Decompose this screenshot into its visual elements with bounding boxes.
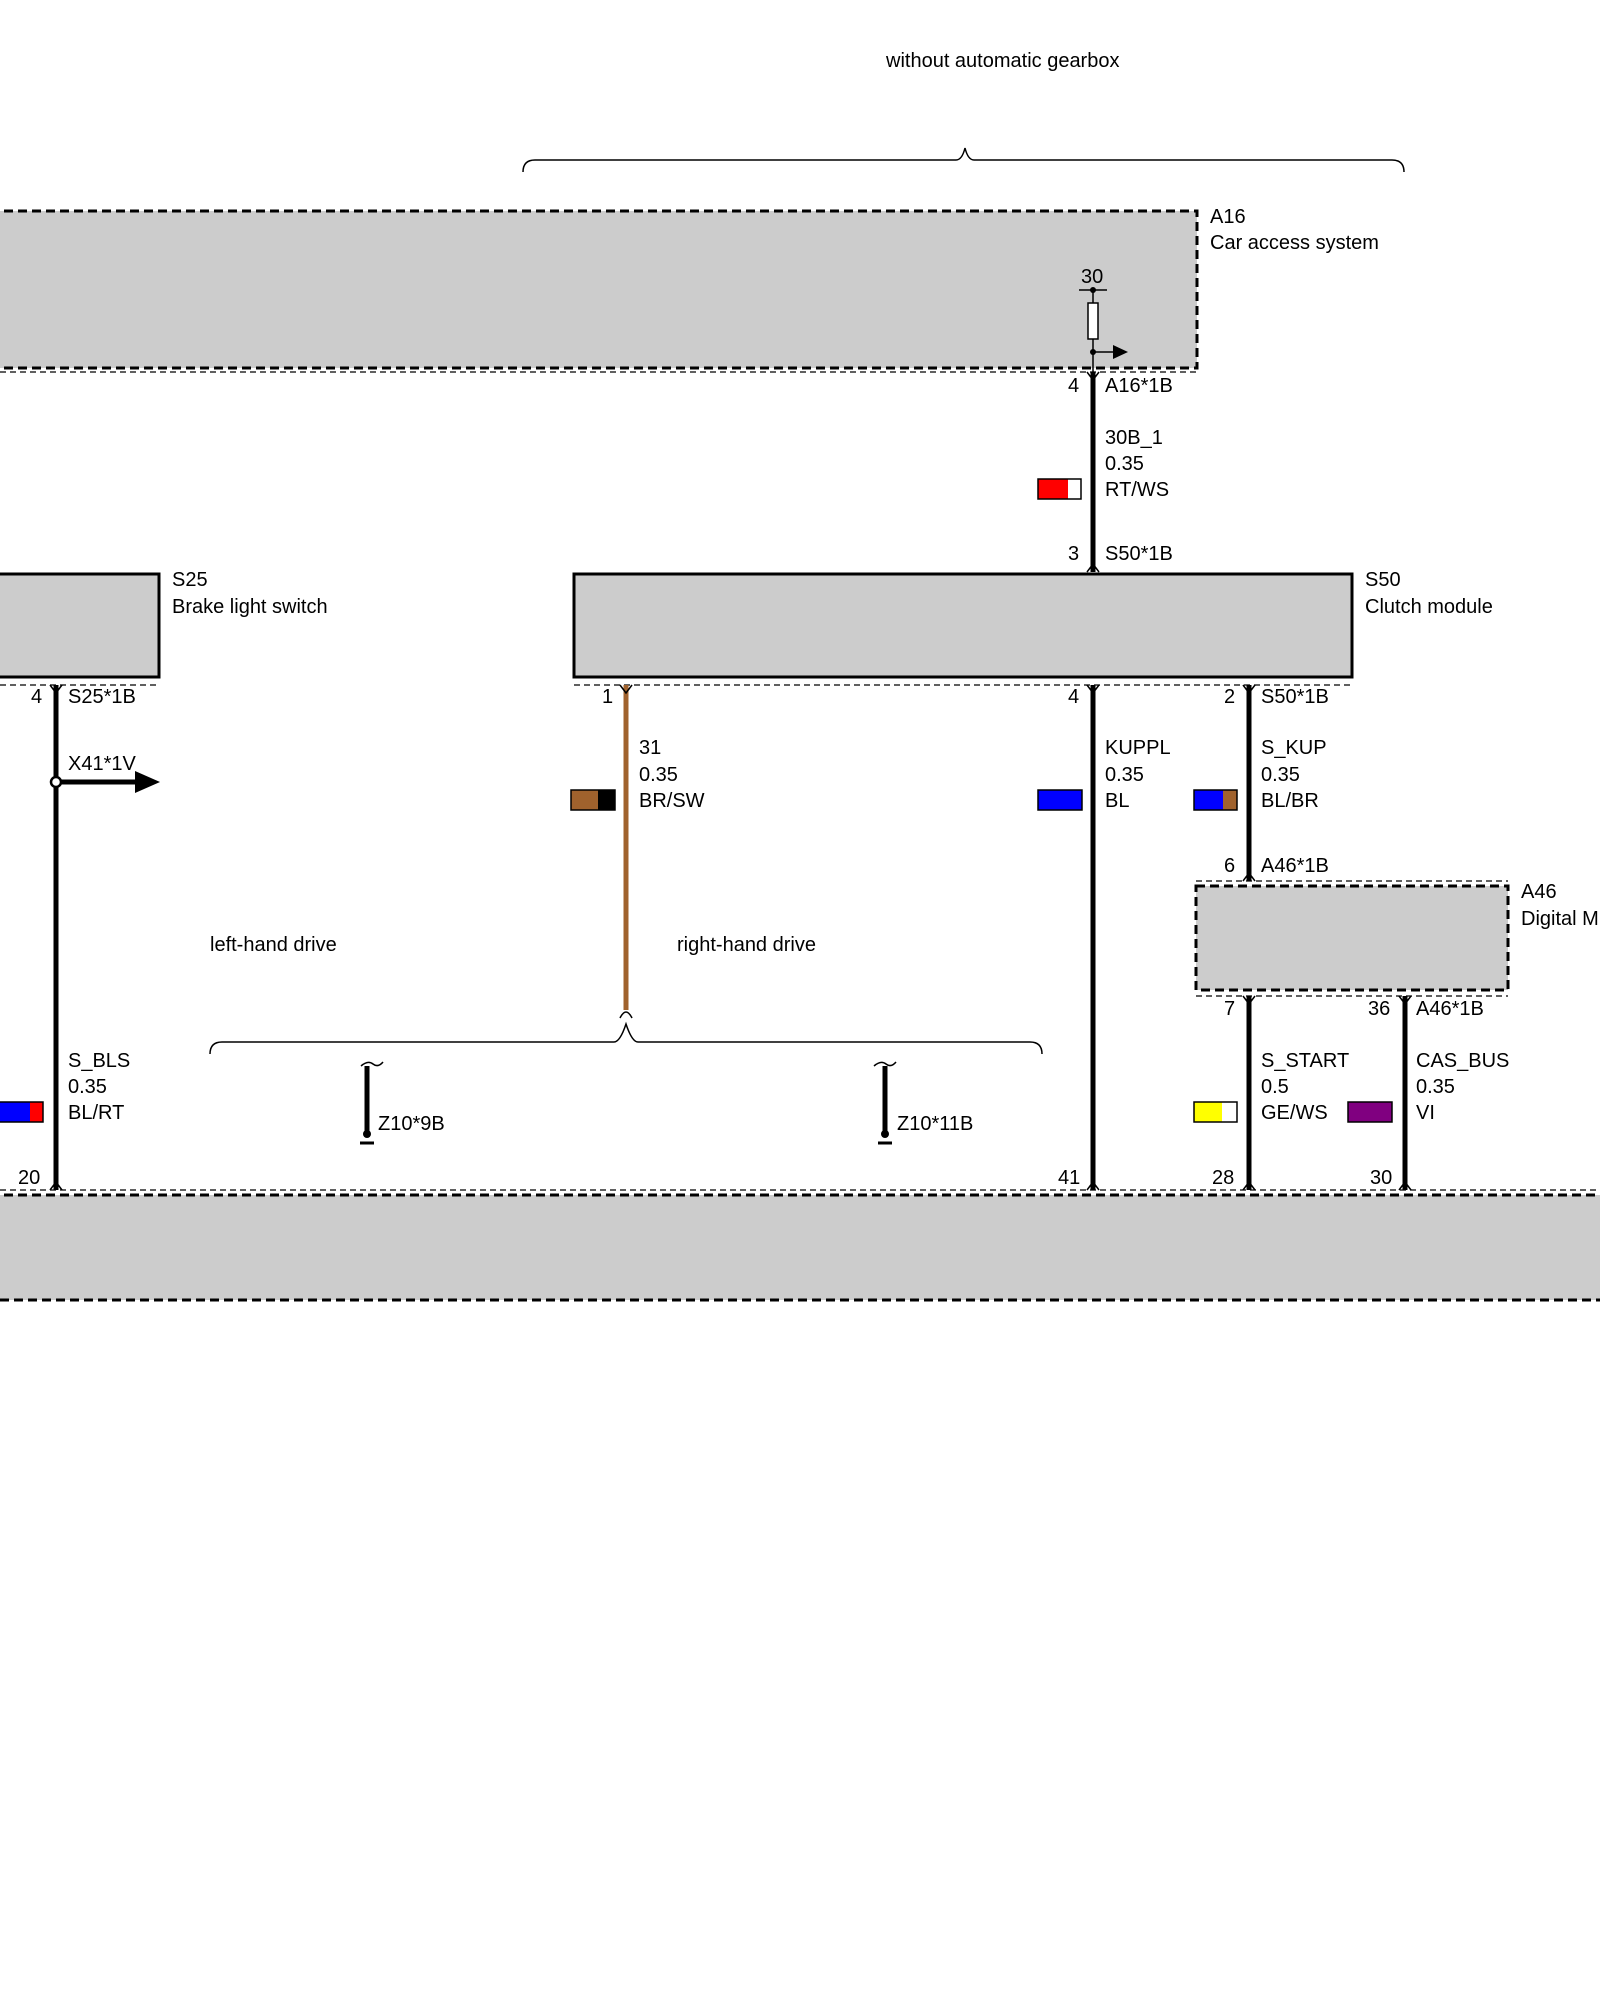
a16-name: Car access system <box>1210 232 1379 254</box>
wire-signal: CAS_BUS <box>1416 1050 1509 1072</box>
a16-id: A16 <box>1210 206 1246 228</box>
wire-color-code: BL <box>1105 790 1129 812</box>
wire-color-code: GE/WS <box>1261 1102 1328 1124</box>
wire-s-start: 7 S_START 0.5 GE/WS 28 <box>1193 995 1349 1191</box>
wire-color-swatch <box>0 1101 44 1123</box>
wire-color-code: RT/WS <box>1105 479 1169 501</box>
splice-z10-9b: Z10*9B <box>360 1061 445 1145</box>
wire-color-swatch <box>1037 789 1083 811</box>
wire-size: 0.35 <box>1416 1076 1455 1098</box>
wire-color-swatch <box>1193 1101 1238 1123</box>
wire-signal: KUPPL <box>1105 737 1171 759</box>
wire-color-code: BL/BR <box>1261 790 1319 812</box>
a16-internal-terminal: 30 <box>1081 266 1103 288</box>
splice-z10-11b: Z10*11B <box>873 1061 973 1145</box>
pin-s50-2: 2 <box>1224 686 1235 708</box>
wire-signal: 31 <box>639 737 661 759</box>
connector-s50-1b-right: S50*1B <box>1261 686 1329 708</box>
header-condition-label: without automatic gearbox <box>885 50 1119 72</box>
wire-size: 0.35 <box>1261 764 1300 786</box>
drive-brace <box>209 1021 1043 1055</box>
s25-name: Brake light switch <box>172 596 328 618</box>
connector-s25-1b: S25*1B <box>68 686 136 708</box>
connector-z10-9b: Z10*9B <box>378 1113 445 1135</box>
wire-30b-1: 4 A16*1B 30B_1 0.35 RT/WS 3 S50*1B <box>1037 371 1173 573</box>
pin-s50-3: 3 <box>1068 543 1079 565</box>
s25-brake-light-switch: S25 Brake light switch <box>0 569 328 686</box>
wire-color-code: VI <box>1416 1102 1435 1124</box>
wire-kuppl: 4 KUPPL 0.35 BL 41 <box>1037 684 1171 1191</box>
wire-color-swatch <box>570 789 616 811</box>
wire-color-swatch <box>1037 478 1082 500</box>
wire-s-kup: 2 S50*1B S_KUP 0.35 BL/BR 6 A46*1B <box>1193 684 1329 882</box>
connector-a16-1b: A16*1B <box>1105 375 1173 397</box>
wire-s-bls: 4 S25*1B X41*1V S_BLS 0.35 BL/RT 20 <box>0 684 160 1191</box>
splice-x41-1v: X41*1V <box>49 753 160 793</box>
wire-signal: S_START <box>1261 1050 1349 1072</box>
wire-size: 0.35 <box>68 1076 107 1098</box>
wire-color-swatch <box>1193 789 1238 811</box>
a16-car-access-system: A16 Car access system 30 <box>0 206 1379 373</box>
s25-id: S25 <box>172 569 208 591</box>
wire-signal: S_KUP <box>1261 737 1327 759</box>
pin-s25-4: 4 <box>31 686 42 708</box>
pin-bottom-20: 20 <box>18 1167 40 1189</box>
pin-s50-1: 1 <box>602 686 613 708</box>
a16-internal-fuse-symbol: 30 <box>1079 266 1128 372</box>
pin-bottom-41: 41 <box>1058 1167 1080 1189</box>
wire-color-swatch <box>1347 1101 1393 1123</box>
pin-a46-6: 6 <box>1224 855 1235 877</box>
connector-s50-1b-top: S50*1B <box>1105 543 1173 565</box>
header-brace <box>522 147 1405 173</box>
wire-31: 1 31 0.35 BR/SW <box>570 684 705 1019</box>
wire-size: 0.35 <box>639 764 678 786</box>
left-hand-drive-label: left-hand drive <box>210 934 337 956</box>
wire-size: 0.35 <box>1105 764 1144 786</box>
pin-a46-7: 7 <box>1224 998 1235 1020</box>
wire-size: 0.35 <box>1105 453 1144 475</box>
a46-name: Digital M <box>1521 908 1599 930</box>
pin-bottom-30: 30 <box>1370 1167 1392 1189</box>
wire-signal: 30B_1 <box>1105 427 1163 449</box>
s50-id: S50 <box>1365 569 1401 591</box>
pin-a46-36: 36 <box>1368 998 1390 1020</box>
connector-a46-1b-top: A46*1B <box>1261 855 1329 877</box>
pin-s50-4: 4 <box>1068 686 1079 708</box>
bottom-control-unit <box>0 1189 1600 1302</box>
s50-name: Clutch module <box>1365 596 1493 618</box>
arrow-right-icon <box>135 771 160 793</box>
connector-x41-1v: X41*1V <box>68 753 136 775</box>
pin-bottom-28: 28 <box>1212 1167 1234 1189</box>
pin-a16-4: 4 <box>1068 375 1079 397</box>
wire-signal: S_BLS <box>68 1050 130 1072</box>
wire-size: 0.5 <box>1261 1076 1289 1098</box>
a46-digital-module: A46 Digital M <box>1194 880 1599 997</box>
connector-z10-11b: Z10*11B <box>897 1113 973 1135</box>
wire-color-code: BR/SW <box>639 790 705 812</box>
wire-color-code: BL/RT <box>68 1102 124 1124</box>
a46-id: A46 <box>1521 881 1557 903</box>
drive-variant-group: left-hand drive right-hand drive Z10*9B … <box>209 934 1043 1145</box>
connector-a46-1b-bottom: A46*1B <box>1416 998 1484 1020</box>
wire-cas-bus: 36 A46*1B CAS_BUS 0.35 VI 30 <box>1347 995 1509 1191</box>
right-hand-drive-label: right-hand drive <box>677 934 816 956</box>
s50-clutch-module: S50 Clutch module <box>572 569 1493 686</box>
